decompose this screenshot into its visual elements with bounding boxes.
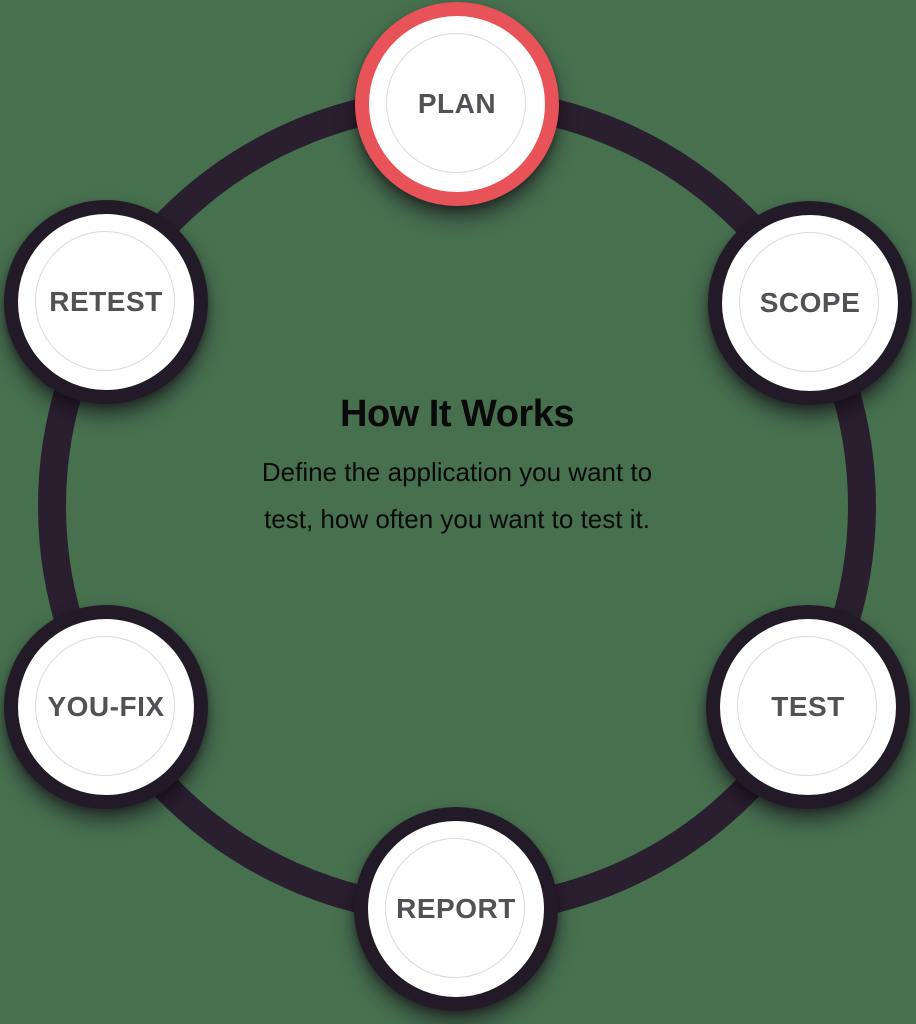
diagram-title: How It Works bbox=[340, 393, 575, 435]
step-node-retest[interactable]: RETEST bbox=[4, 200, 208, 404]
diagram-description: Define the application you want to test,… bbox=[261, 457, 653, 534]
step-label-youfix: YOU-FIX bbox=[47, 691, 165, 722]
step-label-retest: RETEST bbox=[49, 286, 163, 317]
step-node-scope[interactable]: SCOPE bbox=[708, 201, 912, 405]
step-label-test: TEST bbox=[771, 691, 845, 722]
step-node-plan[interactable]: PLAN bbox=[355, 2, 559, 206]
step-label-report: REPORT bbox=[396, 893, 516, 924]
center-text-block: How It Works Define the application you … bbox=[247, 392, 667, 543]
step-node-test[interactable]: TEST bbox=[706, 605, 910, 809]
step-label-plan: PLAN bbox=[417, 88, 497, 119]
step-node-report[interactable]: REPORT bbox=[354, 807, 558, 1011]
step-node-youfix[interactable]: YOU-FIX bbox=[4, 605, 208, 809]
step-label-scope: SCOPE bbox=[759, 287, 861, 318]
